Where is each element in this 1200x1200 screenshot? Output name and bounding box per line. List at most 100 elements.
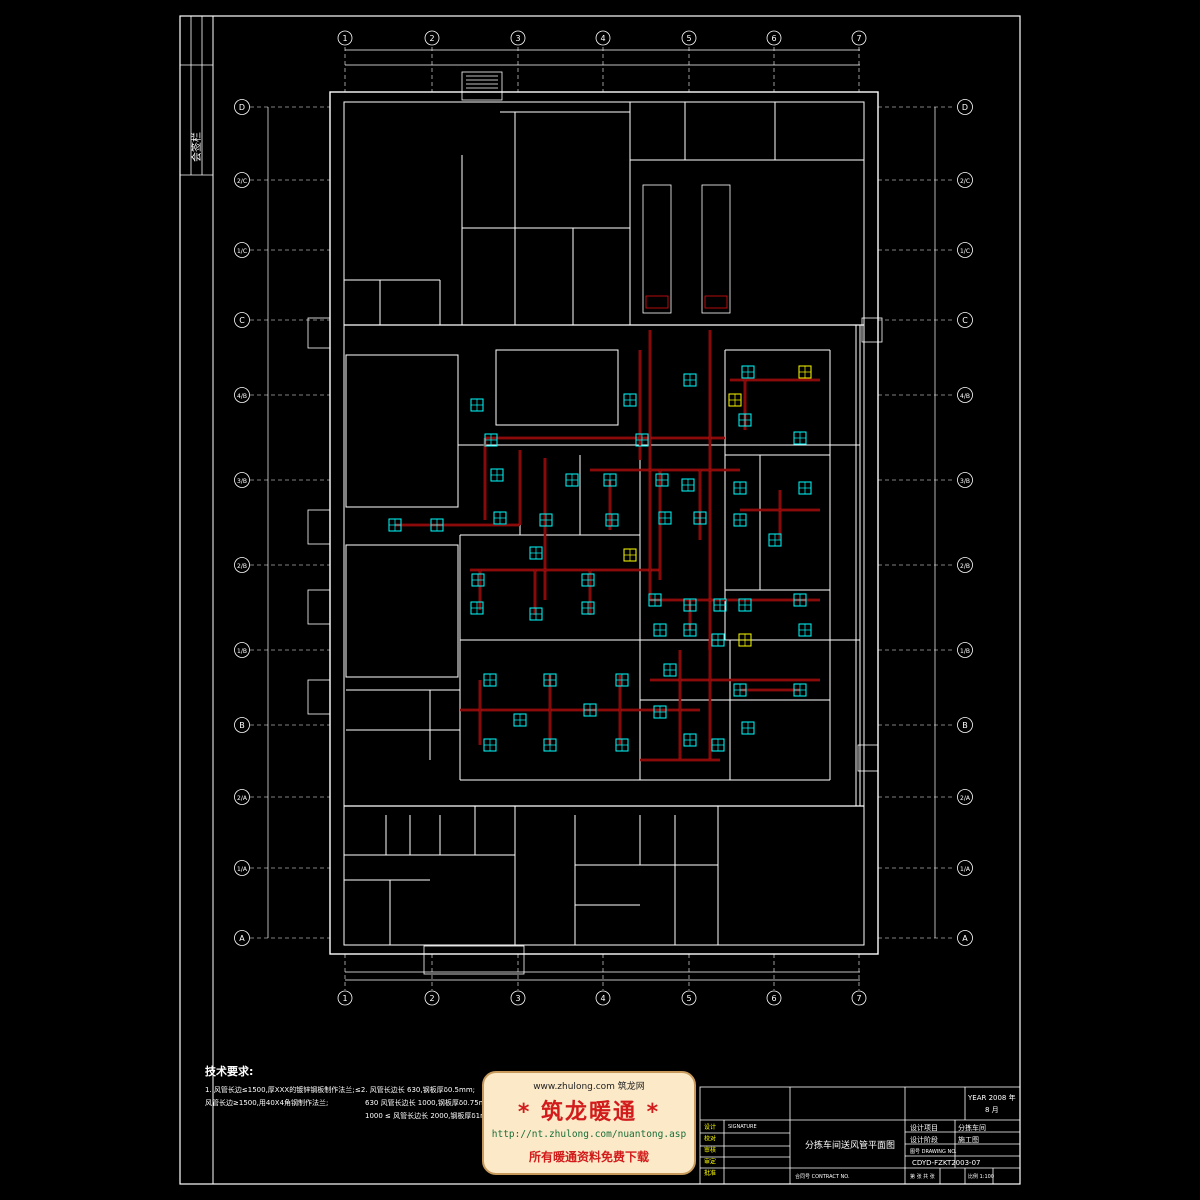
air-diffuser [490,468,504,482]
air-diffuser [741,365,755,379]
grid-bubble-row-B: B [234,717,250,733]
grid-row-label: 2/B [960,563,970,570]
title-month: 8 月 [985,1106,999,1114]
stage-label: 设计阶段 [910,1135,938,1144]
stamp-url-top: www.zhulong.com 筑龙网 [533,1082,645,1092]
grid-row-label: 2/B [237,563,247,570]
air-diffuser [615,673,629,687]
air-diffuser [513,713,527,727]
air-diffuser [388,518,402,532]
sheet-border [179,15,1021,1185]
drawing-no: CDYD-FZKT2003-07 [912,1159,980,1167]
grid-row-label: 2/C [237,178,247,185]
countersign-strip [180,16,213,176]
countersign-label: 会签栏 [190,132,203,162]
air-diffuser [793,593,807,607]
grid-col-label: 1 [342,994,347,1003]
air-diffuser [539,513,553,527]
drawing-no-label: 图号 DRAWING NO. [910,1149,957,1155]
drawing-title: 分拣车间送风管平面图 [805,1139,895,1151]
air-diffuser [648,593,662,607]
air-diffuser [615,738,629,752]
grid-bubble-row-D: D [234,99,250,115]
grid-row-label: 1/A [960,866,971,873]
grid-bubble-row-4-B: 4/B [234,387,250,403]
grid-bubble-row-2-C: 2/C [234,172,250,188]
grid-col-label: 2 [429,994,434,1003]
grid-col-label: 2 [429,34,434,43]
grid-bubble-row-1-A: 1/A [957,860,973,876]
grid-bubble-col-5: 5 [681,990,697,1006]
grid-bubble-row-C: C [957,312,973,328]
grid-col-label: 5 [686,994,691,1003]
air-diffuser [543,738,557,752]
grid-bubble-row-B: B [957,717,973,733]
air-diffuser [683,598,697,612]
air-diffuser [605,513,619,527]
air-diffuser [733,481,747,495]
grid-row-label: 1/C [960,248,970,255]
grid-row-label: 3/B [237,478,247,485]
signoff-label: 批准 [704,1169,716,1177]
air-diffuser [581,601,595,615]
air-diffuser [741,721,755,735]
title-block [699,1086,1021,1185]
grid-bubble-row-2-A: 2/A [957,789,973,805]
note-line-1a: 1. 风管长边≤1500,厚XXX的镀锌钢板制作法兰; [205,1086,355,1094]
grid-bubble-col-2: 2 [424,30,440,46]
grid-bubble-col-4: 4 [595,990,611,1006]
grid-bubble-row-1-B: 1/B [234,642,250,658]
grid-bubble-col-7: 7 [851,990,867,1006]
grid-lines [250,47,955,990]
grid-row-label: 4/B [960,393,970,400]
signoff-label: 审核 [704,1146,716,1154]
grid-bubble-col-6: 6 [766,990,782,1006]
air-diffuser [663,663,677,677]
air-diffuser [493,511,507,525]
grid-bubble-row-2-A: 2/A [234,789,250,805]
air-diffuser [793,431,807,445]
air-diffuser [653,705,667,719]
grid-bubble-row-4-B: 4/B [957,387,973,403]
inner-frame [212,15,1021,1185]
grid-row-label: A [239,934,245,943]
grid-row-label: D [239,103,245,112]
grid-row-label: A [962,934,968,943]
sheet-label: 第 张 共 张 [910,1173,935,1180]
air-diffuser [603,473,617,487]
signoff-label: 校对 [704,1135,716,1143]
grid-bubble-row-1-C: 1/C [234,242,250,258]
air-diffuser [470,398,484,412]
scale-label: 比例 1:100 [968,1173,994,1180]
notes-heading: 技术要求: [205,1065,254,1078]
grid-row-label: 2/A [960,795,971,802]
air-diffuser [768,533,782,547]
grid-col-label: 7 [856,994,861,1003]
grid-bubble-row-A: A [957,930,973,946]
air-diffuser [798,623,812,637]
zhulong-watermark: www.zhulong.com 筑龙网 * 筑龙暖通 * http://nt.z… [482,1071,696,1175]
air-diffuser [733,683,747,697]
grid-bubble-row-C: C [234,312,250,328]
title-year: YEAR 2008 年 [967,1093,1016,1102]
air-diffuser [693,511,707,525]
air-diffuser [471,573,485,587]
air-diffuser [738,598,752,612]
grid-col-label: 4 [600,994,605,1003]
signoff-label: 设计 [704,1123,716,1131]
air-diffuser [713,598,727,612]
air-diffuser [430,518,444,532]
grid-bubble-col-7: 7 [851,30,867,46]
air-diffuser [529,546,543,560]
signoff-label: 审定 [704,1158,716,1166]
air-diffuser [728,393,742,407]
air-diffuser [711,738,725,752]
air-diffuser [655,473,669,487]
air-diffuser [483,738,497,752]
building-walls [329,91,879,955]
air-diffuser [683,623,697,637]
grid-bubble-row-A: A [234,930,250,946]
grid-bubble-row-2-B: 2/B [957,557,973,573]
grid-bubble-row-2-B: 2/B [234,557,250,573]
